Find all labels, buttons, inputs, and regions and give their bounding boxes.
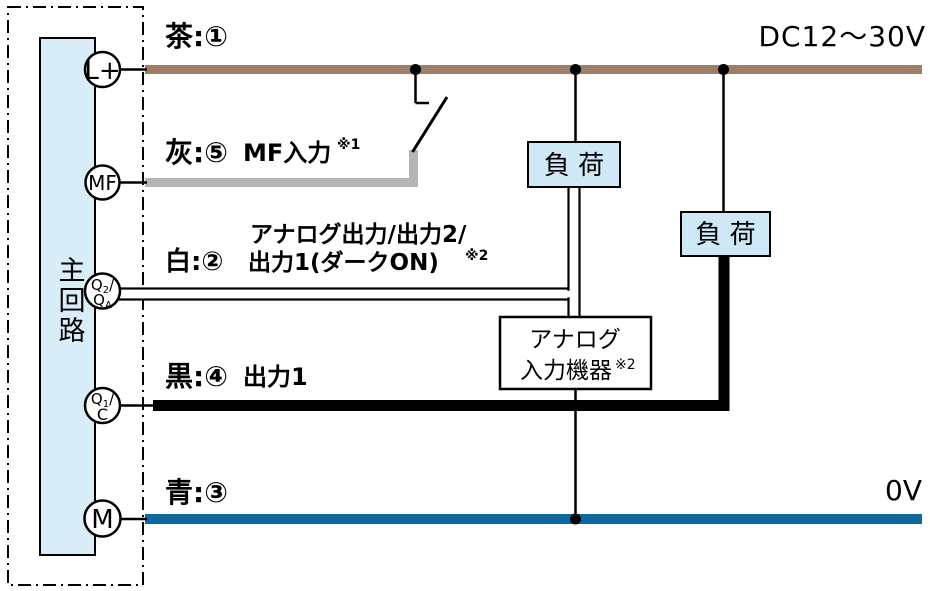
terminal-q2-label-line2: QA [93, 291, 112, 311]
main-circuit-label: 主回路 [54, 256, 85, 346]
ground-voltage-label: 0V [885, 474, 922, 507]
load1-rect [527, 141, 621, 188]
junction-dot-load1 [570, 64, 581, 75]
gray-wire-label: 灰:⑤ [165, 136, 228, 169]
white-output-wire-vertical [567, 184, 581, 320]
white-wire-label: 白:② [165, 246, 223, 277]
white-wire-desc-line1: アナログ出力/出力2/ [250, 221, 467, 248]
black-wire-desc: 出力1 [243, 363, 308, 391]
terminal-mf-circle [84, 164, 121, 201]
load1-box: 負 荷 [527, 141, 621, 188]
sensor-unit-dashed-outline [7, 6, 144, 586]
load2-rect [680, 211, 771, 257]
terminal-lplus-circle [83, 50, 122, 89]
white-wire-junction-patch [566, 290, 572, 298]
analog-device-note-ref: ※2 [615, 357, 636, 373]
analog-device-label-line1: アナログ [529, 327, 621, 353]
terminal-q1-label-line2: C [97, 405, 108, 424]
junction-dot-ground [570, 513, 581, 525]
terminal-mf: MF [84, 164, 121, 201]
blue-wire-label: 青:③ [165, 476, 228, 509]
terminal-m: M [83, 499, 122, 538]
terminal-m-circle [83, 499, 122, 538]
junction-dot-switch [410, 64, 421, 75]
junction-dot-load2 [718, 64, 729, 75]
black-output1-wire [153, 254, 730, 411]
white-wire-desc-line2: 出力1(ダークON) [248, 249, 439, 276]
power-voltage-label: DC12～30V [758, 20, 926, 53]
load1-label: 負 荷 [544, 151, 604, 181]
load2-label: 負 荷 [695, 220, 755, 250]
gray-wire-desc: MF入力 [243, 139, 331, 167]
analog-input-device-rect [498, 315, 653, 391]
analog-device-label-line2: 入力機器 [520, 358, 612, 384]
black-wire-label: 黒:④ [165, 360, 228, 393]
brown-wire-label: 茶:① [165, 20, 228, 53]
terminal-q2-qa: Q2/ QA [83, 272, 122, 311]
terminal-lplus: L+ [83, 50, 122, 89]
switch-blade [411, 96, 449, 153]
terminal-q2-label-line1: Q2/ [91, 276, 115, 296]
terminal-q1-circle [83, 386, 122, 425]
gray-wire-note-ref: ※1 [337, 137, 360, 153]
white-wire-note-ref: ※2 [465, 248, 488, 264]
white-output-wire-horizontal [117, 287, 571, 301]
load2-box: 負 荷 [680, 211, 771, 257]
terminal-mf-label: MF [88, 171, 117, 195]
terminal-m-label: M [91, 505, 113, 535]
terminal-q1-c: Q1/ C [83, 386, 122, 425]
terminal-q2-circle [83, 272, 122, 310]
analog-input-device-box: アナログ 入力機器 ※2 [498, 315, 653, 391]
terminal-q1-label-line1: Q1/ [91, 390, 115, 410]
gray-mf-wire [145, 150, 418, 187]
terminal-lplus-label: L+ [84, 56, 120, 86]
